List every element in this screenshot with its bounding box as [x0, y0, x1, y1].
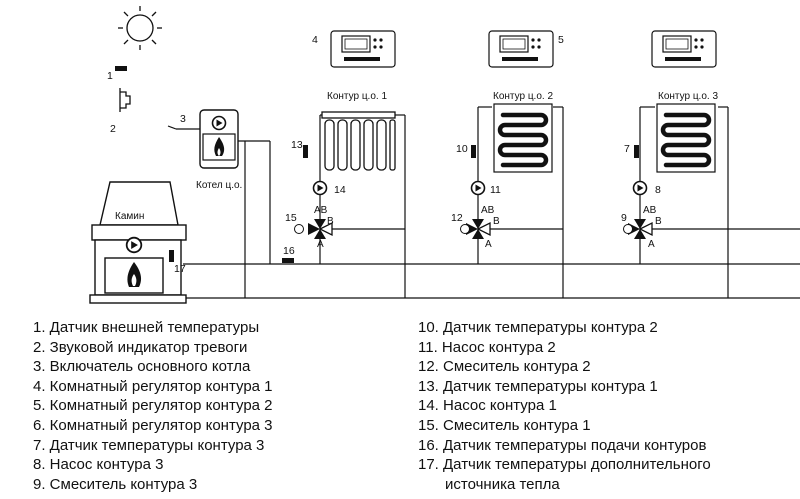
circuit-1-port-a: A	[317, 239, 324, 250]
marker-5: 5	[558, 34, 564, 46]
marker-7: 7	[624, 143, 630, 155]
legend-item: 7. Датчик температуры контура 3	[33, 436, 265, 454]
legend-left-column: 1. Датчик внешней температуры 2. Звуково…	[33, 318, 273, 494]
legend-item: источника тепла	[445, 475, 560, 493]
circuit-2-sensor-10	[471, 145, 476, 158]
legend-item: 2. Звуковой индикатор тревоги	[33, 338, 248, 356]
circuit-3-port-a: A	[648, 239, 655, 250]
circuit-1-sensor-13	[303, 145, 308, 158]
marker-9: 9	[621, 212, 627, 224]
fireplace	[89, 181, 187, 304]
legend-item: 11. Насос контура 2	[418, 338, 556, 356]
circuit-1-port-ab: AB	[314, 205, 328, 216]
legend-item: 5. Комнатный регулятор контура 2	[33, 397, 273, 415]
circuit-3-port-b: B	[655, 216, 662, 227]
legend-item: 8. Насос контура 3	[33, 456, 164, 474]
marker-2: 2	[110, 123, 116, 135]
circuit-3-pump-icon	[632, 180, 648, 196]
boiler-pump-icon	[211, 115, 227, 131]
legend-item: 16. Датчик температуры подачи контуров	[418, 436, 707, 454]
circuit-2-pump-icon	[470, 180, 486, 196]
legend-item: 15. Смеситель контура 1	[418, 416, 591, 434]
marker-17: 17	[174, 263, 186, 275]
marker-15: 15	[285, 212, 297, 224]
legend-item: 10. Датчик температуры контура 2	[418, 319, 658, 336]
circuit-3-label: Контур ц.о. 3	[658, 91, 718, 102]
legend-item: 9. Смеситель контура 3	[33, 475, 198, 493]
room-thermostat-5	[488, 30, 554, 68]
radiator-circuit-1	[321, 111, 396, 171]
legend-item: 13. Датчик температуры контура 1	[418, 377, 658, 395]
legend-item: 3. Включатель основного котла	[33, 358, 251, 376]
marker-4: 4	[312, 34, 318, 46]
boiler-label: Котел ц.о.	[196, 180, 242, 191]
marker-8: 8	[655, 184, 661, 196]
circuit-2-port-a: A	[485, 239, 492, 250]
marker-13: 13	[291, 139, 303, 151]
legend-item: 4. Комнатный регулятор контура 1	[33, 377, 273, 395]
circuit-2-label: Контур ц.о. 2	[493, 91, 553, 102]
circuit-1-port-b: B	[327, 216, 334, 227]
marker-16: 16	[283, 245, 295, 257]
fireplace-sensor-17	[169, 250, 174, 262]
legend-right-column: 10. Датчик температуры контура 2 11. Нас…	[418, 318, 711, 494]
circuit-1-motor	[294, 224, 304, 234]
floor-heating-circuit-2	[494, 104, 552, 172]
legend-item: 17. Датчик температуры дополнительного	[418, 456, 711, 474]
circuit-3-port-ab: AB	[643, 205, 657, 216]
marker-11: 11	[490, 184, 501, 196]
alarm-buzzer-icon	[119, 88, 131, 112]
outdoor-sensor-1	[115, 66, 127, 71]
heating-scheme-diagram: 1 2 3 Котел ц.о. Камин 17 16 4 Контур ц.…	[89, 6, 800, 304]
room-thermostat-6	[651, 30, 717, 68]
circuit-2-port-b: B	[493, 216, 500, 227]
room-thermostat-4	[330, 30, 396, 68]
marker-3: 3	[180, 113, 186, 125]
sun-icon	[118, 6, 162, 50]
marker-14: 14	[334, 184, 346, 196]
legend-item: 6. Комнатный регулятор контура 3	[33, 416, 273, 434]
circuit-1-label: Контур ц.о. 1	[327, 91, 387, 102]
legend-item: 14. Насос контура 1	[418, 397, 557, 415]
boiler-switch	[167, 125, 200, 130]
circuit-3-motor	[623, 224, 633, 234]
marker-10: 10	[456, 143, 468, 155]
floor-heating-circuit-3	[657, 104, 715, 172]
supply-sensor-16	[282, 258, 294, 263]
main-boiler	[199, 109, 239, 169]
circuit-2-port-ab: AB	[481, 205, 495, 216]
fireplace-label: Камин	[115, 211, 144, 222]
legend-item: 1. Датчик внешней температуры	[33, 319, 260, 336]
legend-item: 12. Смеситель контура 2	[418, 358, 591, 376]
marker-1: 1	[107, 70, 113, 82]
marker-6: 6	[640, 34, 646, 46]
circuit-3-sensor-7	[634, 145, 639, 158]
circuit-2-motor	[460, 224, 470, 234]
circuit-1-pump-icon	[312, 180, 328, 196]
marker-12: 12	[451, 212, 463, 224]
fireplace-pump-icon	[125, 236, 143, 254]
